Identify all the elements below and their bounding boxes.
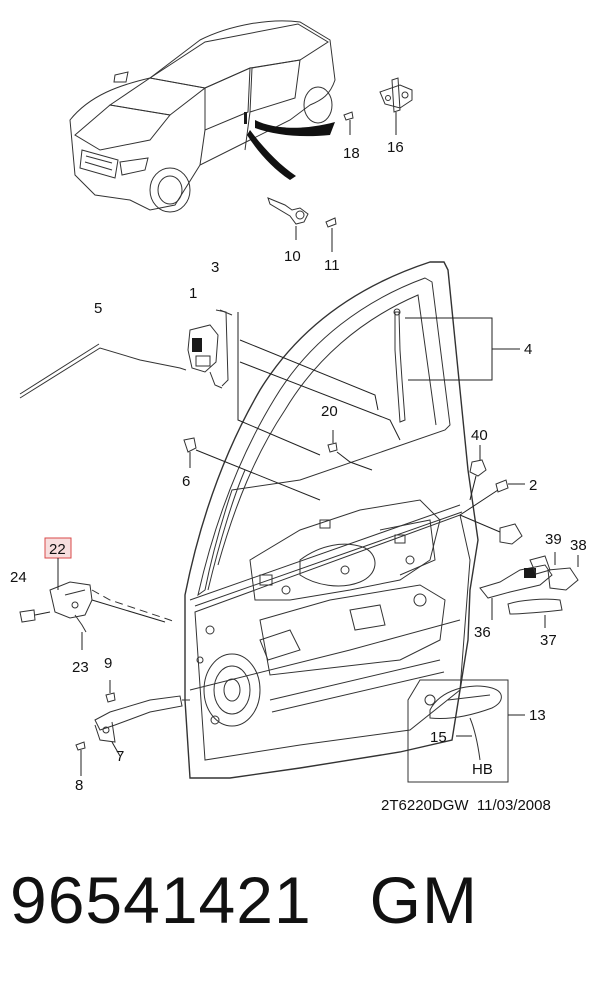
nut-and-bolt bbox=[459, 445, 525, 516]
door-hinge-22 bbox=[19, 537, 176, 650]
callout-18: 18 bbox=[343, 145, 360, 162]
callout-7: 7 bbox=[116, 748, 124, 765]
callout-38: 38 bbox=[570, 537, 587, 554]
callout-5: 5 bbox=[94, 300, 102, 317]
screw-20 bbox=[327, 430, 373, 471]
hinge-assembly-top bbox=[343, 77, 413, 135]
front-door-panel bbox=[184, 261, 479, 779]
callout-11: 11 bbox=[324, 257, 340, 274]
callout-2: 2 bbox=[529, 477, 537, 494]
car-illustration bbox=[69, 20, 336, 213]
callout-23: 23 bbox=[72, 659, 89, 676]
callout-4: 4 bbox=[524, 341, 532, 358]
door-check-link bbox=[75, 680, 190, 776]
callout-labels: 18 16 10 11 3 1 5 4 20 40 6 2 39 38 22 2… bbox=[10, 139, 587, 794]
outside-handle-assembly bbox=[459, 514, 579, 628]
callout-24: 24 bbox=[10, 569, 27, 586]
check-link-top bbox=[267, 197, 337, 252]
callout-9: 9 bbox=[104, 655, 112, 672]
callout-22: 22 bbox=[49, 541, 66, 558]
callout-3: 3 bbox=[211, 259, 219, 276]
callout-39: 39 bbox=[545, 531, 562, 548]
callout-36: 36 bbox=[474, 624, 491, 641]
window-glass-channel bbox=[393, 308, 520, 423]
callout-40: 40 bbox=[471, 427, 488, 444]
inset-handle-detail bbox=[407, 679, 525, 783]
callout-13: 13 bbox=[529, 707, 546, 724]
part-number-heading: 96541421 GM bbox=[10, 862, 478, 938]
callout-8: 8 bbox=[75, 777, 83, 794]
inset-label-hb: HB bbox=[472, 761, 493, 778]
part-number: 96541421 bbox=[10, 863, 312, 937]
callout-1: 1 bbox=[189, 285, 197, 302]
drawing-reference: 2T6220DGW 11/03/2008 bbox=[381, 797, 551, 814]
door-lock-assembly bbox=[19, 309, 401, 456]
callout-20: 20 bbox=[321, 403, 338, 420]
callout-37: 37 bbox=[540, 632, 557, 649]
callout-15: 15 bbox=[430, 729, 447, 746]
brand-name: GM bbox=[369, 863, 478, 937]
callout-10: 10 bbox=[284, 248, 301, 265]
callout-16: 16 bbox=[387, 139, 404, 156]
clip-6 bbox=[183, 437, 321, 501]
callout-6: 6 bbox=[182, 473, 190, 490]
